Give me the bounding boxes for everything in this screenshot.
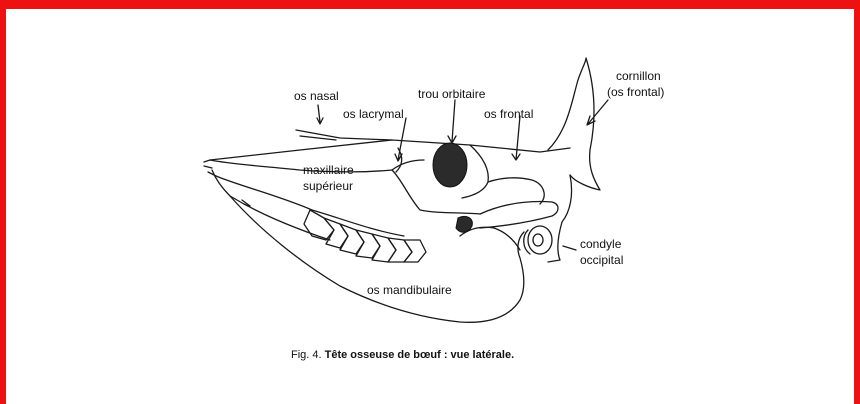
caption-prefix: Fig. 4. — [291, 349, 325, 361]
label-os-nasal: os nasal — [294, 89, 339, 103]
label-cornillon: cornillon — [616, 69, 661, 83]
label-condyle-sub: occipital — [580, 253, 623, 267]
label-maxillaire-sub: supérieur — [303, 179, 353, 193]
labels: os nasal os lacrymal trou orbitaire os f… — [294, 69, 664, 297]
label-os-frontal: os frontal — [484, 107, 533, 121]
label-condyle: condyle — [580, 237, 622, 251]
teeth — [304, 210, 426, 262]
label-maxillaire: maxillaire — [303, 163, 354, 177]
label-os-mandibulaire: os mandibulaire — [367, 283, 452, 297]
label-cornillon-sub: (os frontal) — [607, 85, 664, 99]
caption-title: Tête osseuse de bœuf : vue latérale. — [325, 349, 515, 361]
orbit-hole — [433, 143, 467, 187]
condyle-shape — [524, 226, 552, 254]
label-os-lacrymal: os lacrymal — [343, 107, 404, 121]
figure-caption: Fig. 4. Tête osseuse de bœuf : vue latér… — [291, 349, 514, 361]
label-trou-orbitaire: trou orbitaire — [418, 87, 486, 101]
